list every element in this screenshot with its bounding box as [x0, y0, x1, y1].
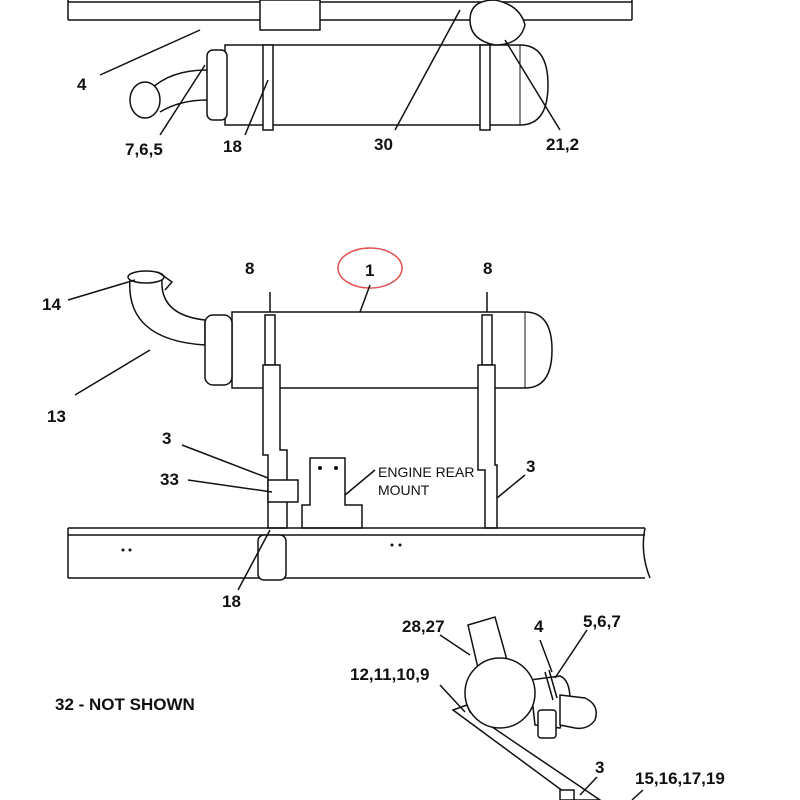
callout-13: 13 [47, 407, 66, 426]
not-shown-note: 32 - NOT SHOWN [55, 695, 195, 714]
spacer [267, 479, 299, 503]
elbow-opening-top [129, 81, 161, 119]
support-left [262, 364, 288, 529]
inlet-flange-top [206, 49, 228, 121]
support-right [477, 364, 498, 529]
callout-3-right: 3 [526, 457, 535, 476]
callout-7-6-5: 7,6,5 [125, 140, 163, 159]
callout-30: 30 [374, 135, 393, 154]
callout-15-16-17-19: 15,16,17,19 [635, 769, 725, 788]
callout-5-6-7: 5,6,7 [583, 612, 621, 631]
frame-rail-side [67, 527, 651, 581]
clamp-end [559, 694, 597, 730]
callout-4-end: 4 [534, 617, 544, 636]
callout-12-11-10-9: 12,11,10,9 [350, 665, 429, 684]
top-view: 4 7,6,5 18 30 21,2 [67, 0, 633, 159]
end-view: 28,27 4 5,6,7 12,11,10,9 3 15,16,17,19 [350, 612, 725, 800]
muffler-top [224, 44, 549, 126]
clamp-top [469, 0, 526, 46]
callout-33: 33 [160, 470, 179, 489]
callout-3-left: 3 [162, 429, 171, 448]
frame-rail-top [67, 0, 633, 21]
bracket-top-left [262, 44, 274, 131]
callout-3-end: 3 [595, 758, 604, 777]
mount-plate-top [259, 0, 321, 31]
callout-4-top: 4 [77, 75, 87, 94]
side-view: 1 8 8 14 13 3 33 3 18 ENGINE REAR MOUNT [42, 247, 651, 611]
engine-mount-label-2: MOUNT [378, 482, 430, 498]
muffler-side [231, 311, 553, 389]
callout-8-left: 8 [245, 259, 254, 278]
callout-1-muffler: 1 [365, 261, 374, 280]
engine-rear-mount [301, 457, 363, 529]
support-arm-end [451, 704, 602, 800]
callout-28-27: 28,27 [402, 617, 445, 636]
bracket-top-right [479, 44, 491, 131]
callout-8-right: 8 [483, 259, 492, 278]
highlight-circle [337, 247, 403, 289]
inlet-flange-side [204, 314, 233, 386]
callout-14: 14 [42, 295, 61, 314]
engine-mount-label-1: ENGINE REAR [378, 464, 474, 480]
callout-21-2: 21,2 [546, 135, 579, 154]
callout-18-side: 18 [222, 592, 241, 611]
muffler-end [464, 657, 536, 729]
callout-18-top: 18 [223, 137, 242, 156]
